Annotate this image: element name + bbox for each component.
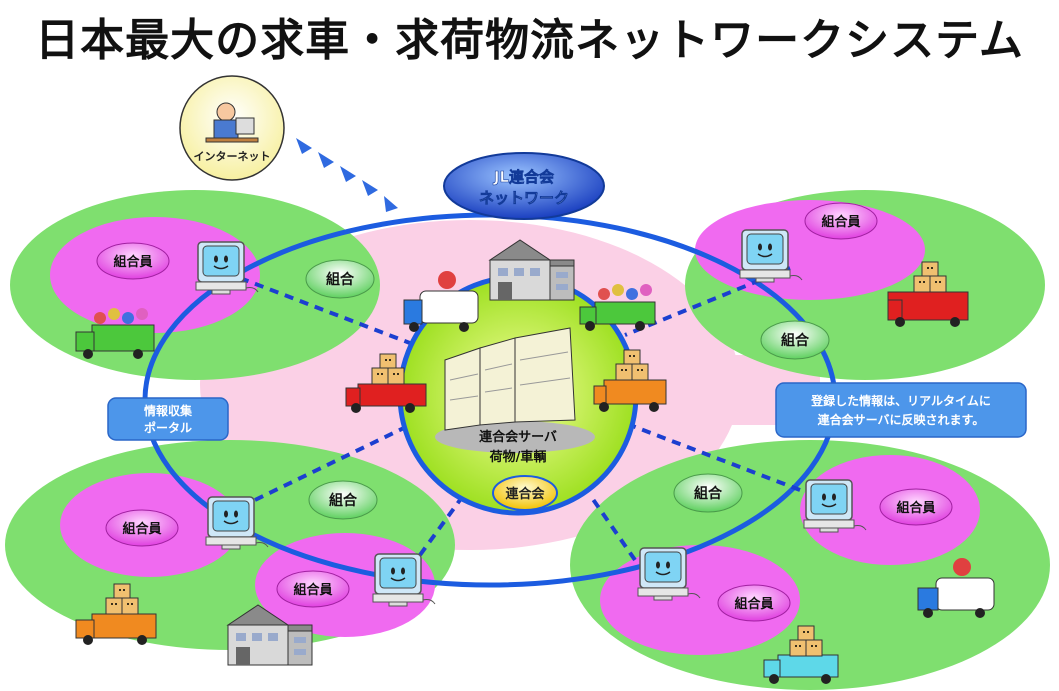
federation-label: 連合会: [505, 486, 545, 502]
portal-box[interactable]: 情報収集 ポータル: [107, 397, 229, 441]
page-title: 日本最大の求車・求荷物流ネットワークシステム: [35, 15, 1024, 66]
internet-label: インターネット: [194, 150, 271, 163]
info-note-line2: 連合会サーバに反映されます。: [818, 412, 985, 427]
svg-text:組合員: 組合員: [734, 596, 773, 612]
union-badge-3[interactable]: 組合: [308, 480, 378, 520]
person-icon: [213, 119, 239, 139]
member-badge-4[interactable]: 組合員: [276, 570, 350, 608]
jl-badge-line2: ネットワーク: [479, 189, 569, 207]
member-badge-1[interactable]: 組合員: [96, 242, 170, 280]
member-badge-2[interactable]: 組合員: [804, 202, 878, 240]
svg-text:組合員: 組合員: [896, 500, 935, 516]
portal-label-1: 情報収集: [144, 403, 193, 418]
truck-icon-boxes-bl: [75, 583, 157, 645]
svg-text:組合: 組合: [694, 485, 723, 502]
svg-text:組合: 組合: [329, 492, 358, 509]
svg-text:組合員: 組合員: [113, 254, 152, 270]
truck-icon-boxes-tr: [887, 261, 969, 327]
svg-text:組合: 組合: [781, 332, 810, 349]
jl-network-badge[interactable]: JL連合会 ネットワーク: [443, 152, 605, 220]
truck-icon-blue-br: [917, 558, 995, 618]
truck-icon-boxes-center-left: [345, 353, 427, 413]
svg-text:組合員: 組合員: [122, 521, 161, 537]
truck-icon-flowers-left: [75, 308, 155, 359]
internet-node[interactable]: インターネット: [179, 75, 285, 181]
info-note-line1: 登録した情報は、リアルタイムに: [810, 393, 991, 408]
server-label-1: 連合会サーバ: [479, 429, 557, 445]
truck-icon-boxes-br: [763, 625, 839, 684]
central-server[interactable]: 連合会サーバ 荷物/車輌: [397, 274, 639, 516]
portal-label-2: ポータル: [144, 420, 192, 435]
union-badge-2[interactable]: 組合: [760, 320, 830, 360]
svg-text:組合員: 組合員: [821, 214, 860, 230]
member-badge-3[interactable]: 組合員: [105, 509, 179, 547]
union-badge-1[interactable]: 組合: [305, 259, 375, 299]
svg-text:組合: 組合: [326, 271, 355, 288]
server-rack-icon: [444, 327, 576, 431]
union-badge-4[interactable]: 組合: [673, 473, 743, 513]
member-badge-5[interactable]: 組合員: [879, 488, 953, 526]
member-badge-6[interactable]: 組合員: [717, 584, 791, 622]
truck-icon-flowers-top-right: [579, 284, 656, 331]
truck-icon-center-right: [593, 349, 667, 412]
server-label-2: 荷物/車輌: [489, 449, 547, 465]
federation-badge[interactable]: 連合会: [492, 475, 558, 511]
info-note-box: 登録した情報は、リアルタイムに 連合会サーバに反映されます。: [775, 382, 1027, 438]
internet-arrows: [296, 138, 398, 212]
truck-icon-blue-top: [403, 271, 479, 332]
jl-badge-line1: JL連合会: [493, 168, 554, 186]
svg-text:組合員: 組合員: [293, 582, 332, 598]
